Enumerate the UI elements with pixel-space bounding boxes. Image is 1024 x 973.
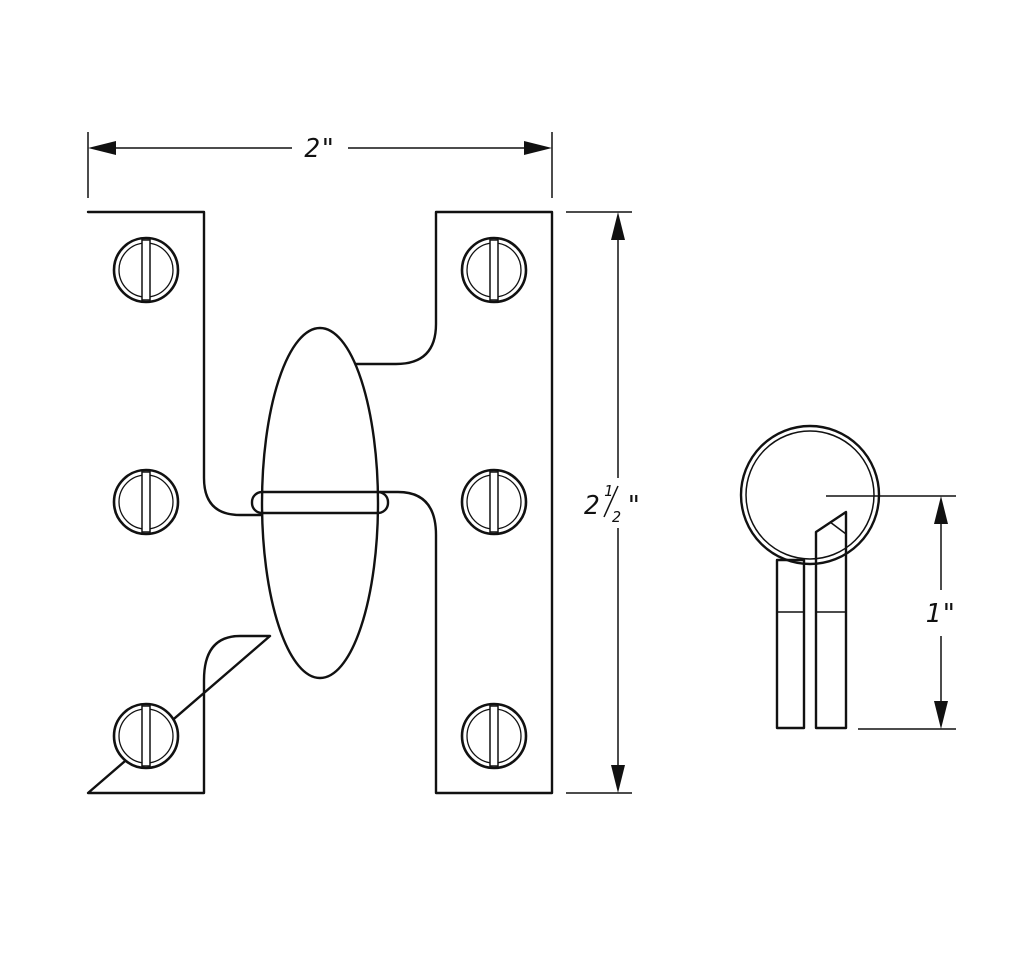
right-leaf-outline: [354, 210, 554, 795]
screw-icon: [460, 236, 528, 304]
hinge-front-view: [86, 210, 554, 795]
side-leaf-right: [814, 510, 848, 730]
knuckle-collar: [250, 490, 390, 515]
arrow-down: [611, 765, 625, 793]
screw-icon: [112, 236, 180, 304]
barrel-outer: [739, 424, 881, 566]
height-label: 2 1 2 ": [584, 482, 642, 526]
screw-icon: [112, 468, 180, 536]
screw-icon: [112, 702, 180, 770]
olive-knuckle: [260, 326, 380, 680]
arrow-down: [934, 701, 948, 729]
width-label: 2": [304, 134, 335, 164]
screw-icon: [460, 702, 528, 770]
svg-text:1: 1: [604, 482, 613, 500]
svg-text:": ": [626, 491, 642, 521]
screw-icon: [460, 468, 528, 536]
hinge-side-view: [739, 424, 881, 730]
side-leaf-left: [775, 558, 806, 730]
arrow-up: [934, 496, 948, 524]
knuckle-offset-dimension: 1": [826, 495, 957, 730]
arrow-right: [524, 141, 552, 155]
svg-text:2: 2: [612, 508, 621, 526]
barrel-inner: [745, 430, 875, 560]
arrow-up: [611, 212, 625, 240]
left-leaf-outline: [86, 210, 272, 795]
svg-text:2: 2: [584, 491, 600, 521]
knuckle-offset-label: 1": [925, 599, 956, 629]
width-dimension: 2": [87, 132, 553, 198]
height-dimension: 2 1 2 ": [566, 211, 642, 794]
screws: [112, 236, 528, 770]
arrow-left: [88, 141, 116, 155]
